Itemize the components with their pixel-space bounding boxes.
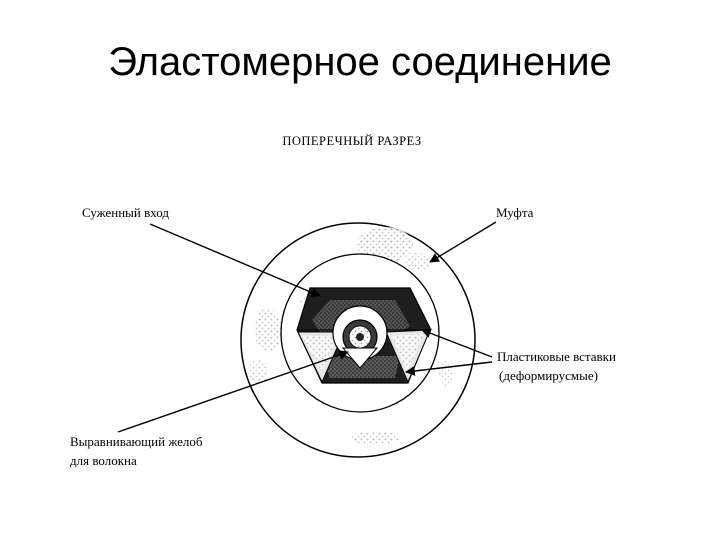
slide-title: Эластомерное соединение bbox=[108, 40, 612, 84]
label-inserts-line1: Пластиковые вставки bbox=[497, 349, 616, 364]
label-narrowed-inlet: Суженный вход bbox=[82, 205, 169, 220]
label-inserts-line2: (деформирусмые) bbox=[499, 368, 598, 383]
section-title: ПОПЕРЕЧНЫЙ РАЗРЕЗ bbox=[282, 134, 421, 148]
label-groove-line2: для волокна bbox=[70, 453, 137, 468]
label-sleeve: Муфта bbox=[496, 205, 534, 220]
arrow-sleeve bbox=[429, 221, 497, 263]
arrow-inserts-lower bbox=[405, 361, 493, 376]
arrow-inserts-upper bbox=[421, 328, 493, 358]
arrow-narrowed-inlet bbox=[149, 223, 321, 298]
fiber-center bbox=[332, 305, 388, 369]
arrow-groove bbox=[117, 350, 349, 433]
label-groove-line1: Выравнивающий желоб bbox=[70, 434, 203, 449]
